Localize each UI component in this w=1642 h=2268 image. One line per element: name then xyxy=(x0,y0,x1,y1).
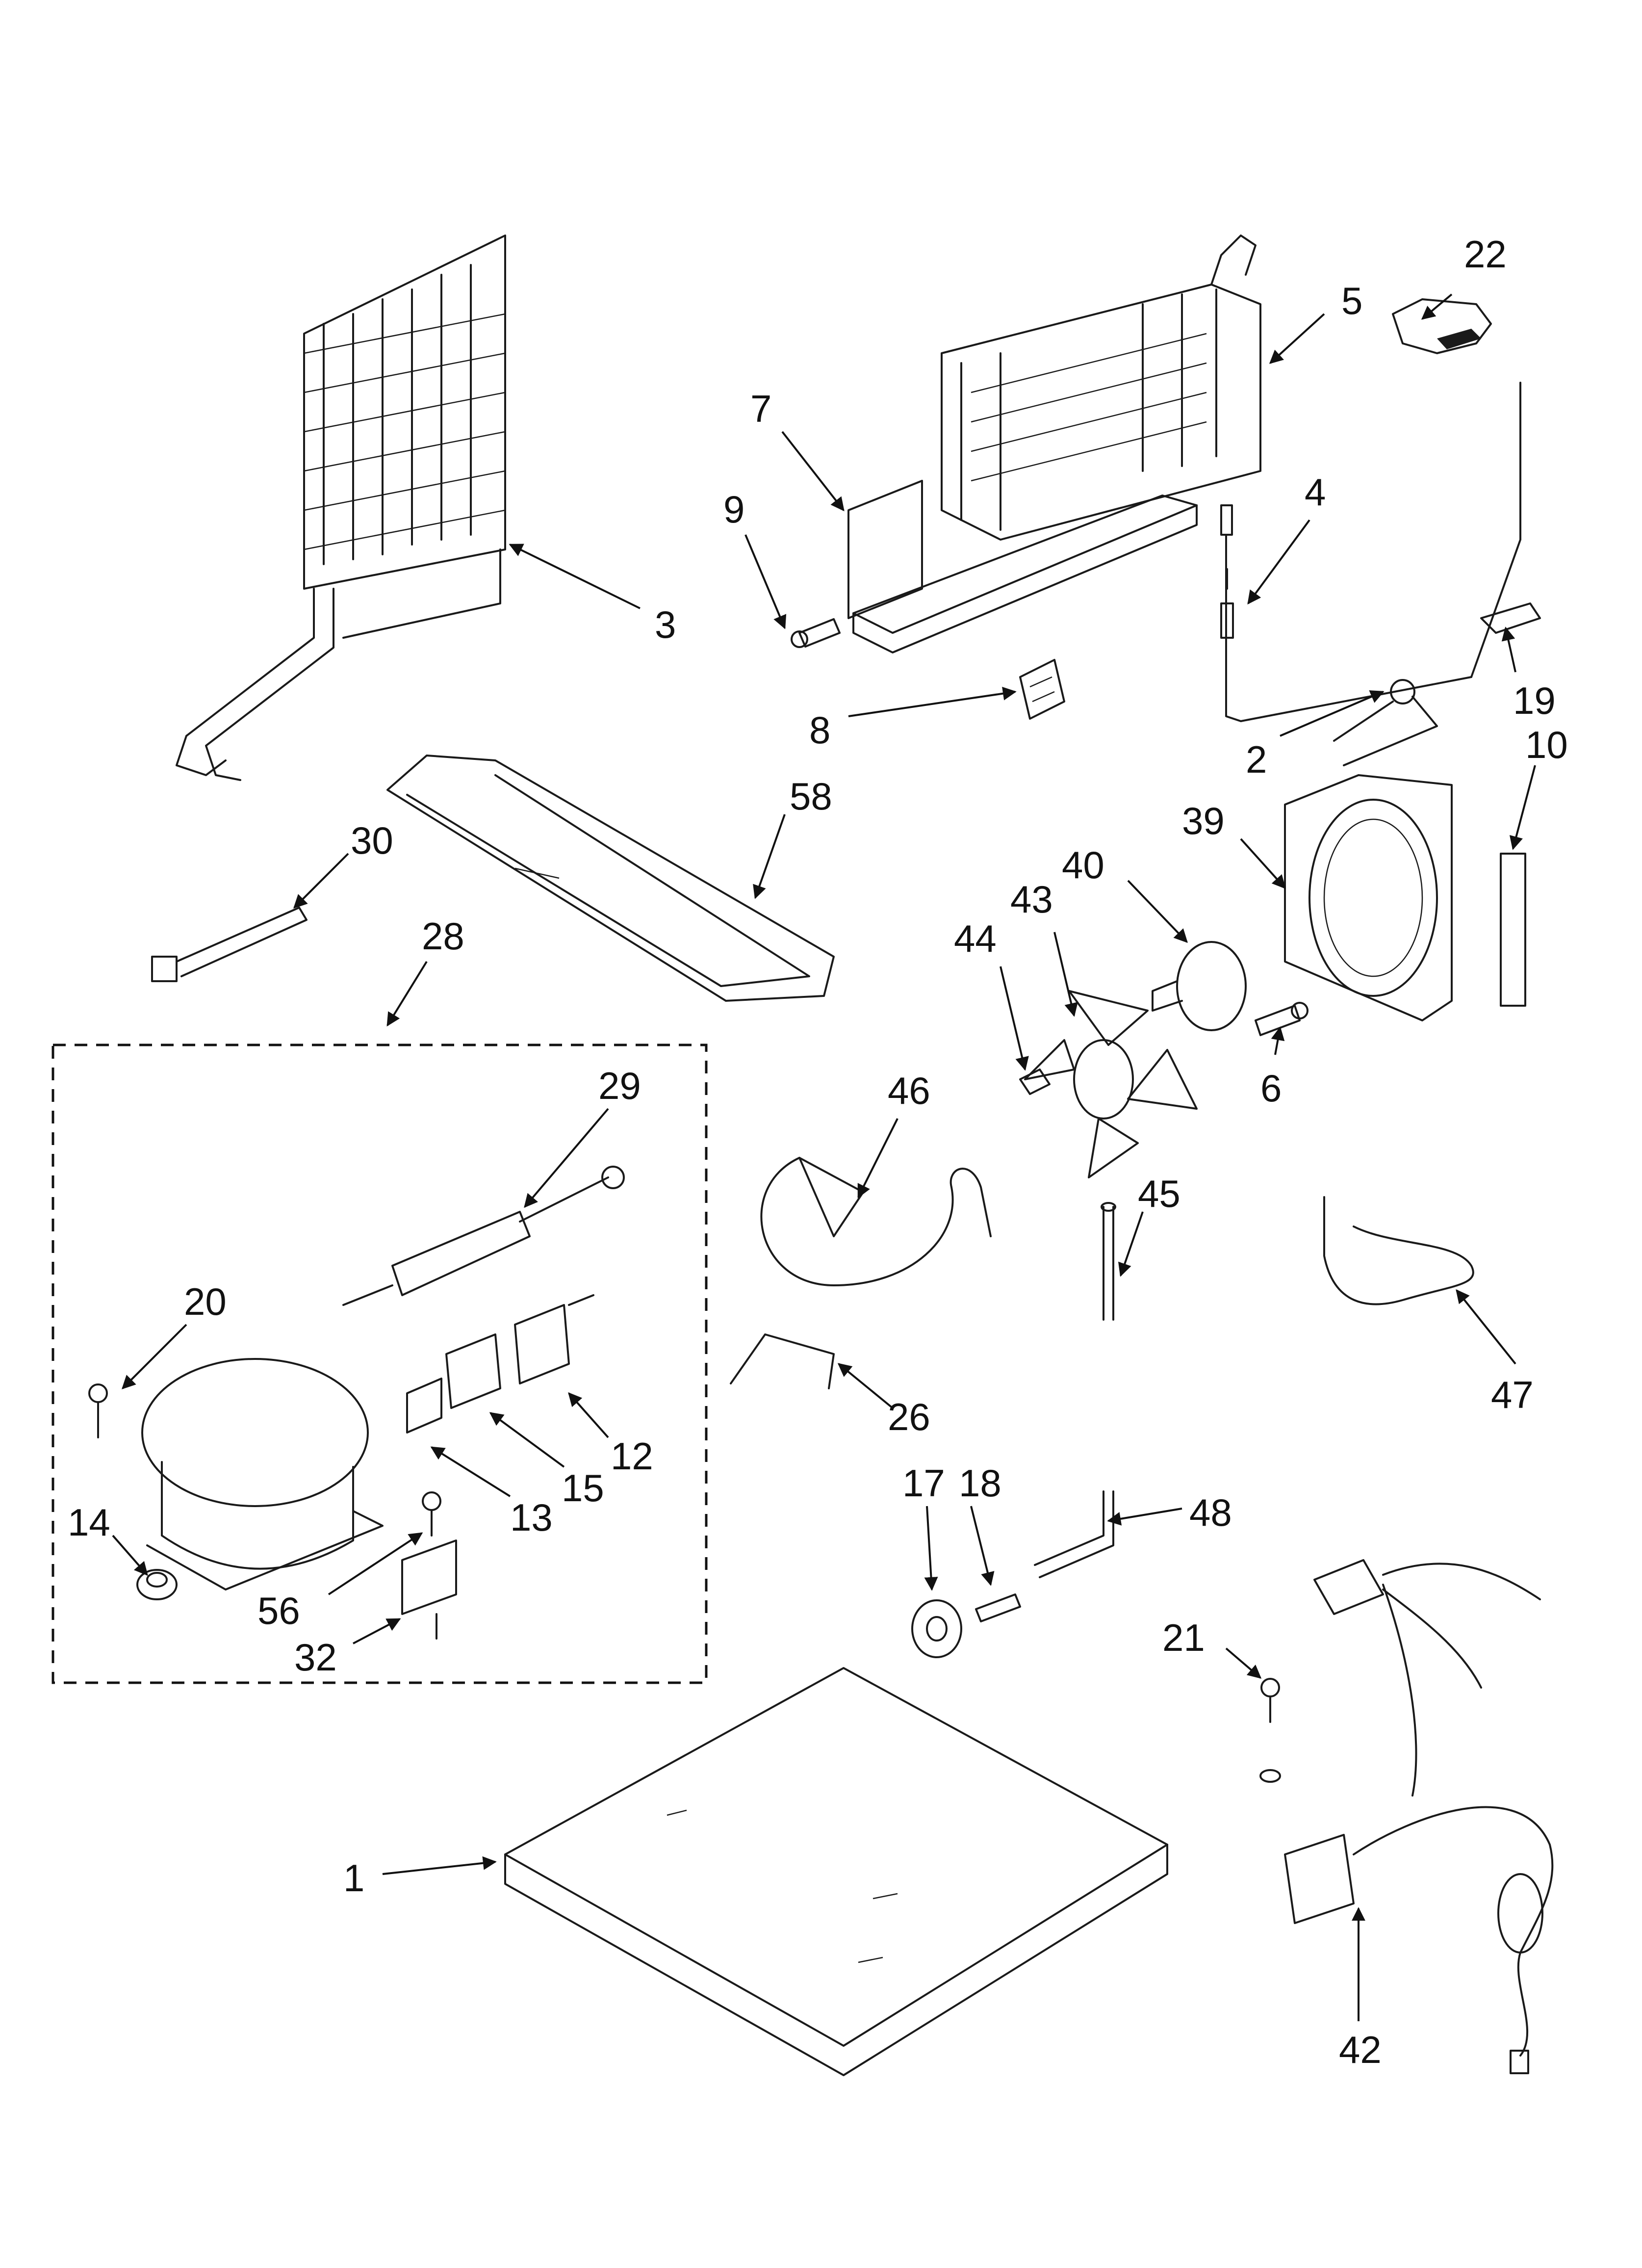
callout-39: 39 xyxy=(1182,799,1225,842)
callout-28: 28 xyxy=(422,914,464,958)
screw-56 xyxy=(422,1491,441,1537)
callout-20: 20 xyxy=(184,1280,227,1323)
capacitor-32 xyxy=(401,1539,457,1640)
overload-15 xyxy=(445,1333,501,1409)
callout-47: 47 xyxy=(1491,1373,1534,1416)
callout-4: 4 xyxy=(1305,470,1326,514)
callout-26: 26 xyxy=(888,1395,930,1438)
callout-19: 19 xyxy=(1513,679,1556,722)
callout-44: 44 xyxy=(954,917,997,960)
fan-motor-40 xyxy=(1152,941,1247,1031)
compressor xyxy=(141,1358,384,1590)
clip-8 xyxy=(1019,659,1065,720)
cap-22 xyxy=(1392,298,1492,354)
callout-42: 42 xyxy=(1339,2028,1382,2071)
callout-21: 21 xyxy=(1162,1616,1205,1659)
callout-3: 3 xyxy=(655,603,676,646)
plug-2 xyxy=(1333,679,1438,766)
callout-1: 1 xyxy=(343,1856,364,1900)
callout-40: 40 xyxy=(1062,843,1104,886)
callout-17: 17 xyxy=(902,1461,945,1505)
callout-6: 6 xyxy=(1260,1067,1282,1110)
callout-labels: 3 5 22 7 9 4 19 8 2 10 58 39 40 30 28 43… xyxy=(68,233,1568,2071)
callout-32: 32 xyxy=(294,1636,337,1679)
callout-48: 48 xyxy=(1189,1491,1232,1534)
fan-blade-43 xyxy=(1024,990,1198,1178)
drier-29 xyxy=(342,1166,625,1306)
screw-9 xyxy=(791,618,841,648)
cable-tie-30 xyxy=(151,907,308,982)
callout-8: 8 xyxy=(809,708,830,752)
callout-12: 12 xyxy=(611,1434,653,1478)
callout-9: 9 xyxy=(723,488,744,531)
base-plate-1 xyxy=(504,1667,1168,2076)
evaporator-bracket xyxy=(847,480,923,619)
wire-harness-42 xyxy=(1284,1559,1554,2074)
callout-58: 58 xyxy=(790,775,832,818)
callout-30: 30 xyxy=(351,819,393,862)
cover-12 xyxy=(514,1294,594,1384)
clip-44 xyxy=(1019,1069,1051,1095)
callout-13: 13 xyxy=(510,1496,553,1539)
condenser-coil xyxy=(176,235,506,781)
screw-6 xyxy=(1255,1002,1308,1036)
evaporator xyxy=(852,235,1261,653)
wheel-17 xyxy=(911,1599,962,1658)
callout-14: 14 xyxy=(68,1501,110,1544)
pin-45 xyxy=(1101,1202,1116,1321)
callout-22: 22 xyxy=(1464,233,1507,276)
callout-29: 29 xyxy=(598,1064,641,1107)
grommet-14 xyxy=(136,1569,178,1600)
callout-10: 10 xyxy=(1525,723,1568,766)
fan-shroud-39 xyxy=(1284,774,1453,1021)
callout-56: 56 xyxy=(257,1589,300,1632)
callout-15: 15 xyxy=(562,1466,604,1510)
screw-20 xyxy=(88,1383,108,1438)
compressor-group-box xyxy=(51,1043,708,1684)
callout-5: 5 xyxy=(1341,279,1362,322)
relay-13 xyxy=(406,1378,442,1434)
tube-48 xyxy=(1034,1490,1114,1578)
callout-46: 46 xyxy=(888,1069,930,1112)
callout-2: 2 xyxy=(1246,738,1267,781)
tubing-47 xyxy=(1323,1196,1474,1305)
screw-21 xyxy=(1259,1678,1281,1783)
strip-10 xyxy=(1500,853,1526,1007)
clip-19 xyxy=(1480,602,1541,634)
callout-7: 7 xyxy=(750,387,771,430)
axle-18 xyxy=(975,1593,1021,1622)
drain-tray-58 xyxy=(386,755,835,1002)
callout-18: 18 xyxy=(959,1461,1001,1505)
wire-26 xyxy=(730,1333,835,1389)
tubing-46 xyxy=(760,1157,992,1286)
callout-43: 43 xyxy=(1010,878,1053,921)
callout-45: 45 xyxy=(1138,1172,1180,1215)
leader-lines xyxy=(112,293,1536,2021)
heater-4 xyxy=(1220,382,1521,722)
